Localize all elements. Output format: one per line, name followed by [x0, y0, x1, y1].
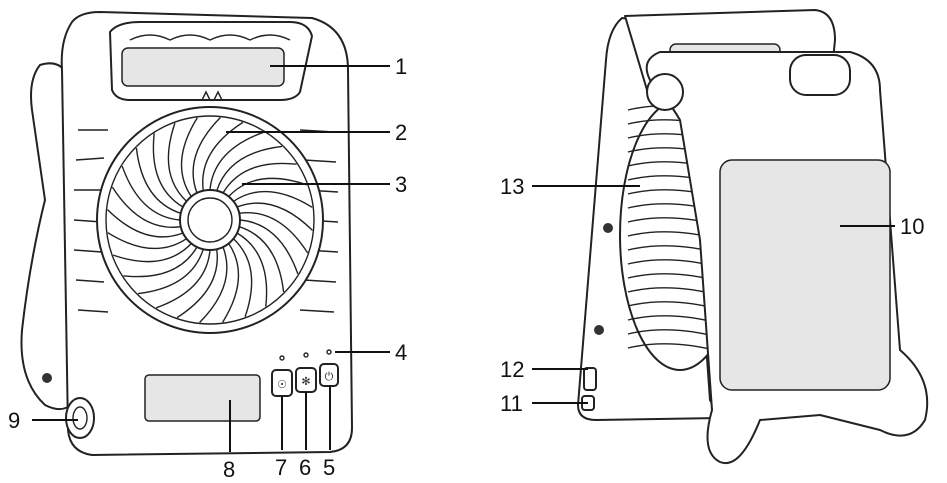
fan-blade — [112, 243, 192, 263]
fan-blade — [228, 177, 308, 197]
callout-5: 5 — [323, 455, 335, 480]
svg-text:✻: ✻ — [301, 375, 310, 388]
fan-blade — [180, 117, 198, 197]
fan-blade — [222, 162, 297, 194]
fan-blade — [107, 232, 187, 250]
front-view: ☉ ✻ ⏻ — [20, 11, 353, 456]
leader-lines — [32, 65, 895, 452]
fan-blade — [233, 190, 313, 208]
callout-1: 1 — [395, 54, 407, 79]
callout-11: 11 — [500, 391, 523, 416]
front-display-window — [144, 374, 261, 422]
fan-blade — [107, 209, 184, 238]
fan-blade — [152, 133, 184, 208]
fan-blade — [199, 246, 228, 323]
callout-10: 10 — [900, 214, 924, 239]
callout-9: 9 — [8, 408, 20, 433]
fan-blade — [236, 202, 313, 231]
callout-labels: 1 2 3 4 5 6 7 8 9 10 11 12 13 — [8, 54, 924, 482]
fan-blade — [192, 117, 221, 194]
callout-12: 12 — [500, 357, 524, 382]
svg-text:☉: ☉ — [277, 378, 287, 391]
stand-panel — [719, 159, 891, 391]
fan-blade — [155, 249, 211, 309]
stand-screw — [42, 373, 52, 383]
fan-blade — [238, 226, 285, 293]
fan-blade — [233, 238, 253, 318]
fan-blade — [137, 248, 204, 295]
fan-blade — [216, 145, 283, 192]
port-12 — [583, 367, 597, 391]
fan-blade — [236, 232, 268, 307]
fan-blade — [239, 219, 299, 275]
callout-4: 4 — [395, 340, 407, 365]
svg-text:⏻: ⏻ — [325, 370, 334, 383]
side-port — [65, 397, 95, 439]
fan-blade — [202, 121, 244, 191]
callout-13: 13 — [500, 174, 524, 199]
fan-blade — [135, 147, 182, 214]
fan-blade — [209, 131, 265, 191]
fan-blade — [239, 212, 309, 254]
front-handle — [109, 21, 313, 101]
fan-blade — [121, 165, 181, 221]
fan-blade — [222, 243, 240, 323]
callout-6: 6 — [299, 455, 311, 480]
fan-blade — [111, 186, 181, 228]
callout-8: 8 — [223, 457, 235, 482]
front-fan-grille — [96, 90, 324, 334]
fan-blade — [176, 249, 218, 319]
control-buttons: ☉ ✻ ⏻ — [271, 349, 339, 397]
callout-3: 3 — [395, 172, 407, 197]
fan-blade — [123, 246, 198, 278]
fan-blade-pattern — [107, 117, 313, 323]
fan-blade — [167, 122, 187, 202]
callout-7: 7 — [275, 455, 287, 480]
callout-2: 2 — [395, 120, 407, 145]
rear-view — [577, 9, 929, 465]
